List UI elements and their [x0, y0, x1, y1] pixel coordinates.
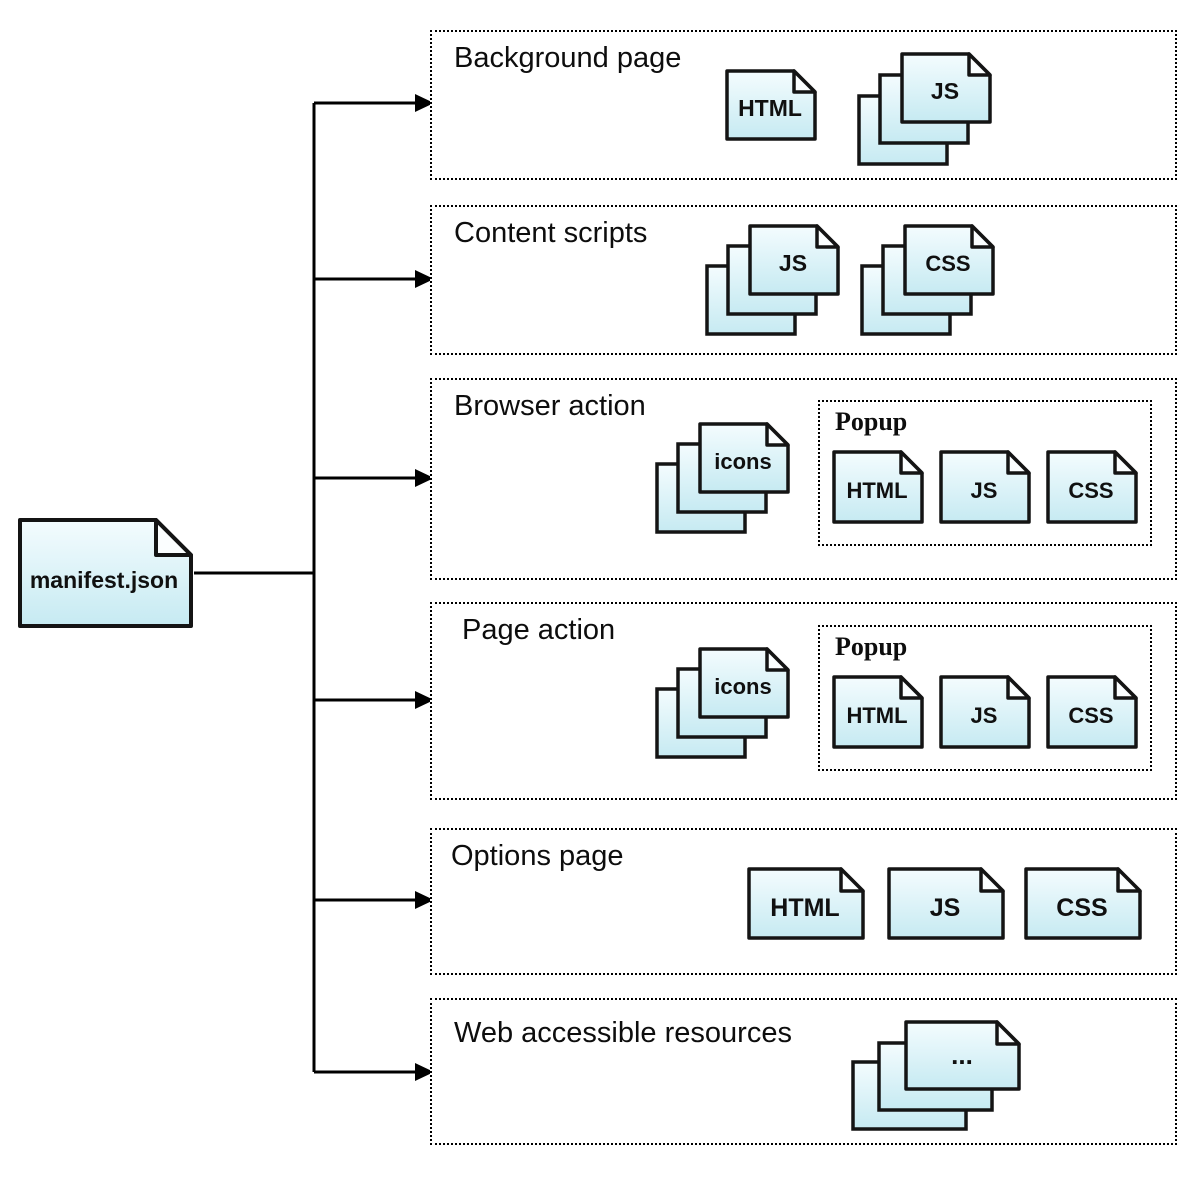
section-web-accessible-resources: Web accessible resources ...: [430, 998, 1177, 1145]
js-files-stack: JS: [857, 52, 993, 166]
section-title: Browser action: [454, 390, 646, 422]
manifest-json-file: manifest.json: [18, 518, 193, 628]
section-title: Content scripts: [454, 217, 648, 249]
popup-title: Popup: [835, 632, 908, 661]
manifest-json-label: manifest.json: [30, 567, 178, 593]
icons-files-stack: icons: [655, 422, 791, 534]
section-title: Page action: [462, 614, 616, 646]
icons-files-stack: icons: [655, 647, 791, 759]
js-file-icon: JS: [939, 675, 1031, 749]
section-background-page: Background page HTML JS: [430, 30, 1177, 180]
js-file-icon: JS: [900, 52, 992, 124]
section-title: Web accessible resources: [454, 1017, 792, 1049]
popup-title: Popup: [835, 407, 908, 436]
icons-file-label: icons: [714, 449, 771, 474]
html-file-label: HTML: [738, 95, 802, 121]
css-file-icon: CSS: [1024, 867, 1142, 940]
section-browser-action: Browser action icons Popup HTML: [430, 378, 1177, 580]
js-file-icon: JS: [748, 224, 840, 296]
js-file-icon: JS: [887, 867, 1005, 940]
js-file-label: JS: [779, 250, 807, 276]
section-options-page: Options page HTML JS CSS: [430, 828, 1177, 975]
js-files-stack: JS: [705, 224, 841, 336]
icons-file-label: icons: [714, 674, 771, 699]
ellipsis-file-icon: ...: [904, 1020, 1021, 1091]
html-file-icon: HTML: [747, 867, 865, 940]
section-title: Background page: [454, 42, 682, 74]
popup-box: Popup HTML JS CSS: [818, 400, 1152, 546]
html-file-label: HTML: [770, 894, 839, 922]
icons-file-icon: icons: [698, 422, 790, 494]
js-file-label: JS: [930, 894, 961, 922]
section-title: Options page: [451, 840, 624, 872]
css-file-label: CSS: [1056, 894, 1107, 922]
css-file-label: CSS: [1068, 478, 1113, 503]
css-files-stack: CSS: [860, 224, 996, 336]
js-file-icon: JS: [939, 450, 1031, 524]
css-file-label: CSS: [925, 251, 970, 276]
js-file-label: JS: [971, 703, 998, 728]
section-content-scripts: Content scripts JS C: [430, 205, 1177, 355]
css-file-icon: CSS: [903, 224, 995, 296]
js-file-label: JS: [931, 78, 959, 104]
css-file-icon: CSS: [1046, 450, 1138, 524]
html-file-label: HTML: [846, 703, 907, 728]
resources-files-stack: ...: [851, 1020, 1023, 1133]
css-file-icon: CSS: [1046, 675, 1138, 749]
html-file-icon: HTML: [725, 69, 817, 141]
css-file-label: CSS: [1068, 703, 1113, 728]
html-file-icon: HTML: [832, 675, 924, 749]
section-page-action: Page action icons Popup HTML: [430, 602, 1177, 800]
ellipsis-file-label: ...: [951, 1040, 973, 1070]
popup-box: Popup HTML JS CSS: [818, 625, 1152, 771]
js-file-label: JS: [971, 478, 998, 503]
icons-file-icon: icons: [698, 647, 790, 719]
html-file-label: HTML: [846, 478, 907, 503]
html-file-icon: HTML: [832, 450, 924, 524]
